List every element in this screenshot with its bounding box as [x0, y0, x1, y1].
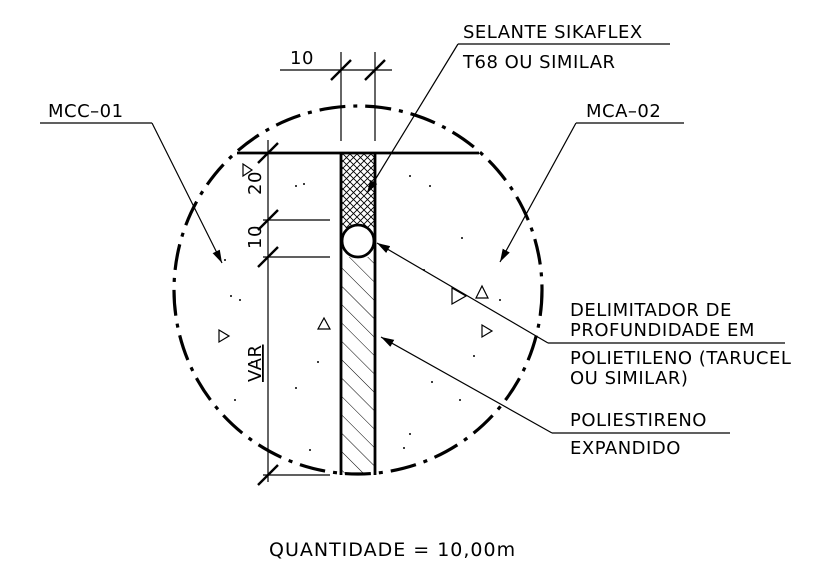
polystyrene-label-line1: POLIESTIRENO: [570, 410, 707, 431]
sealant-label-line2: T68 OU SIMILAR: [462, 52, 616, 73]
concrete-texture: [218, 162, 501, 451]
left-panel-leader: [151, 122, 223, 264]
right-panel-leader: [499, 122, 577, 263]
delimiter-label-line3: POLIETILENO (TARUCEL: [570, 348, 791, 369]
sealant-leader: [366, 43, 459, 194]
polystyrene-hatch: [341, 257, 375, 475]
delimiter-leader: [376, 242, 549, 344]
dimension-vertical-chain: [257, 140, 330, 486]
right-panel-label: MCA–02: [586, 101, 661, 122]
quantity-text: QUANTIDADE = 10,00m: [269, 539, 516, 561]
delimiter-label-line1: DELIMITADOR DE: [570, 300, 732, 321]
delimiter-label-line2: PROFUNDIDADE EM: [570, 320, 755, 341]
dimension-joint-width: [280, 52, 392, 141]
dimension-backer-rod-text: 10: [245, 225, 266, 249]
dimension-variable-text: VAR: [245, 345, 266, 382]
left-panel-label: MCC–01: [48, 101, 124, 122]
delimiter-label-line4: OU SIMILAR): [570, 368, 688, 389]
sealant-label-line1: SELANTE SIKAFLEX: [463, 22, 643, 43]
backer-rod: [340, 223, 376, 259]
sealant-hatch: [341, 153, 375, 228]
polystyrene-label-line2: EXPANDIDO: [570, 438, 681, 459]
dimension-joint-width-text: 10: [290, 48, 314, 69]
polystyrene-leader: [380, 336, 553, 434]
dimension-sealant-depth-text: 20: [245, 171, 266, 195]
